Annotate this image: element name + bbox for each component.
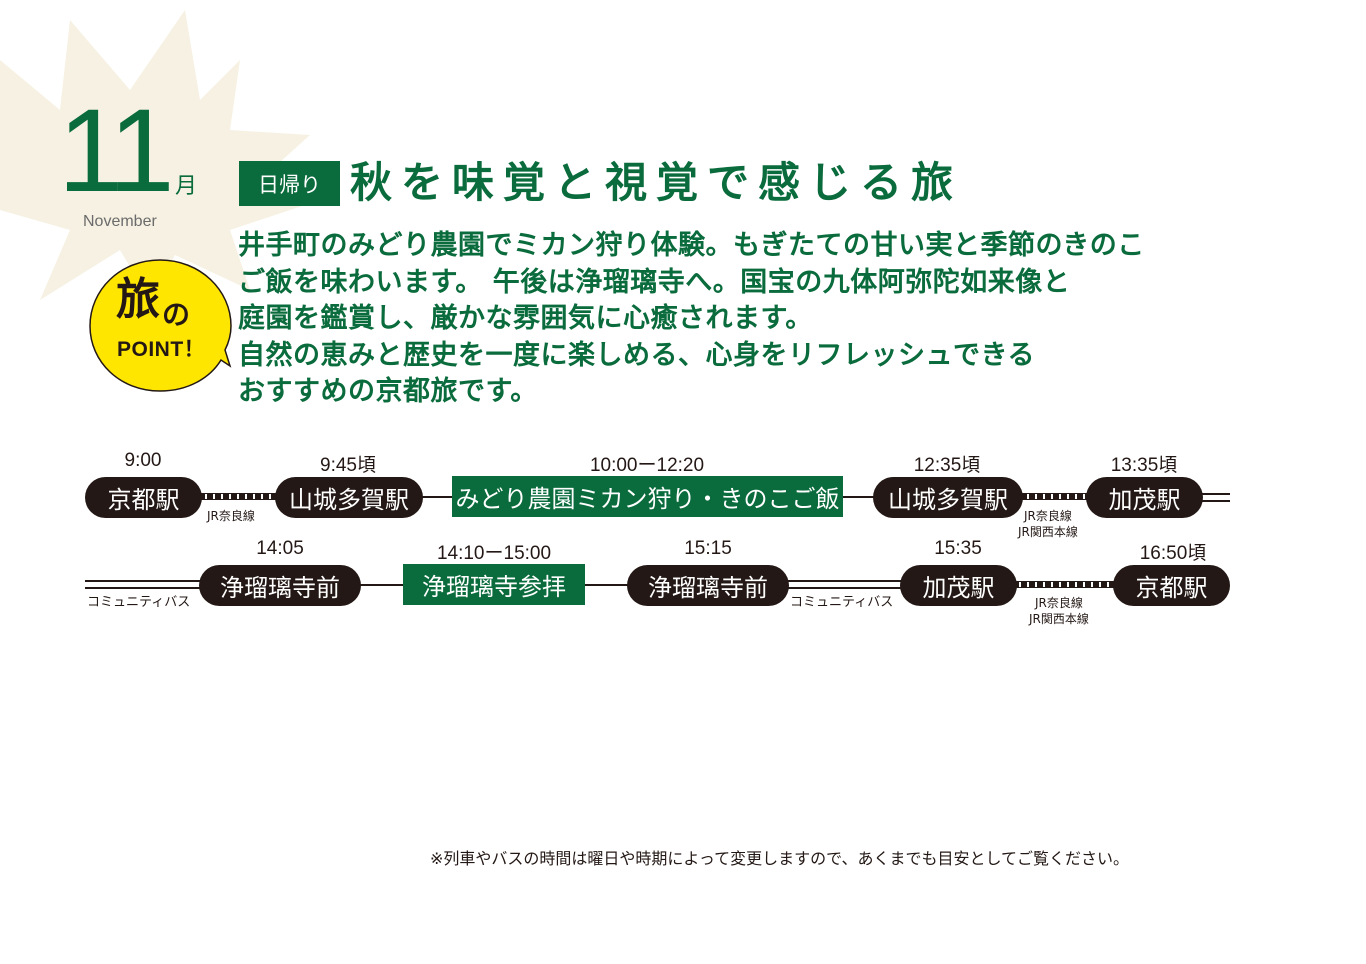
bubble-point: POINT！ (117, 338, 206, 361)
station-joruriji-mae: 浄瑠璃寺前 (627, 565, 789, 606)
day-trip-tag: 日帰り (239, 161, 340, 206)
stop-time: 16:50頃 (1139, 543, 1207, 564)
description-line: 自然の恵みと歴史を一度に楽しめる、心身をリフレッシュできる (238, 339, 1035, 371)
stop-time: 14:05 (256, 538, 304, 559)
month-number: 11 (58, 85, 174, 217)
bubble-no: の (162, 298, 191, 331)
month-kanji: 月 (175, 174, 198, 199)
route-label: コミュニティバス (790, 595, 894, 610)
footer-note: ※列車やバスの時間は曜日や時期によって変更しますので、あくまでも目安としてご覧く… (430, 849, 1130, 868)
station-yamashiro-taga: 山城多賀駅 (275, 477, 423, 518)
stop-time: 13:35頃 (1110, 455, 1178, 476)
route-walk-line (582, 584, 632, 586)
description: 井手町のみどり農園でミカン狩り体験。もぎたての甘い実と季節のきのこ ご飯を味わい… (238, 228, 1145, 411)
stop-time: 9:00 (124, 450, 162, 471)
page-title: 秋を味覚と視覚で感じる旅 (350, 158, 963, 207)
description-line: 井手町のみどり農園でミカン狩り体験。もぎたての甘い実と季節のきのこ (238, 230, 1145, 261)
description-line: ご飯を味わいます。 午後は浄瑠璃寺へ。国宝の九体阿弥陀如来像と (238, 266, 1071, 298)
stop-time: 9:45頃 (320, 455, 376, 476)
activity-mikan-picking: みどり農園ミカン狩り・きのこご飯 (452, 476, 843, 517)
route-train-line (198, 493, 280, 500)
station-kamo: 加茂駅 (1086, 477, 1203, 518)
station-kyoto: 京都駅 (1113, 565, 1230, 606)
route-label: JR奈良線 JR関西本線 (1018, 509, 1078, 539)
station-yamashiro-taga: 山城多賀駅 (873, 477, 1023, 518)
maple-leaf-decoration (0, 10, 320, 300)
route-bus-line (85, 580, 205, 589)
month-english: November (83, 213, 157, 230)
route-bus-line (1200, 493, 1230, 502)
stop-time: 15:15 (684, 538, 732, 559)
description-line: おすすめの京都旅です。 (238, 376, 538, 407)
activity-joruriji-visit: 浄瑠璃寺参拝 (403, 564, 585, 605)
stop-time: 14:10ー15:00 (436, 543, 552, 564)
station-kamo: 加茂駅 (900, 565, 1017, 606)
station-joruriji-mae: 浄瑠璃寺前 (199, 565, 361, 606)
route-label: コミュニティバス (87, 595, 191, 610)
route-walk-line (420, 496, 455, 498)
stop-time: 10:00ー12:20 (589, 455, 705, 476)
speech-bubble-icon (89, 259, 232, 392)
route-train-line (1012, 581, 1116, 588)
station-kyoto: 京都駅 (85, 477, 202, 518)
stop-time: 12:35頃 (913, 455, 981, 476)
route-label: JR奈良線 JR関西本線 (1029, 596, 1089, 626)
description-line: 庭園を鑑賞し、厳かな雰囲気に心癒されます。 (238, 303, 813, 334)
stop-time: 15:35 (934, 538, 982, 559)
route-walk-line (355, 584, 405, 586)
route-label: JR奈良線 (207, 509, 255, 523)
route-bus-line (785, 580, 905, 589)
bubble-tabi: 旅 (116, 274, 160, 325)
route-walk-line (840, 496, 878, 498)
